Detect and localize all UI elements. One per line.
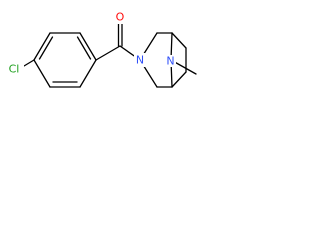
chlorine-atom-label: Cl: [9, 63, 20, 76]
bond-ring-1: [79, 32, 97, 61]
bridge-nitrogen-atom-label: N: [166, 55, 174, 68]
chemical-structure-diagram: O Cl N N: [3, 10, 197, 88]
bond-ethano-bridgehead-lower: [171, 71, 187, 88]
bond-ring-4: [33, 59, 51, 88]
oxygen-atom-label: O: [116, 11, 125, 24]
bridge-nitrogen-label-background: [165, 55, 176, 67]
atom-labels: O Cl N N: [3, 10, 176, 76]
bond-ring-chlorine: [23, 59, 35, 67]
bond-ring-6: [79, 59, 97, 88]
bond-bridgehead-upper-ethano: [171, 32, 187, 49]
oxygen-label-background: [114, 10, 126, 24]
bond-ring-1-inner: [76, 36, 92, 60]
bond-ring-carbonyl: [95, 45, 121, 61]
chlorine-label-background: [3, 62, 24, 76]
amide-nitrogen-atom-label: N: [136, 54, 144, 67]
amide-nitrogen-label-background: [134, 53, 146, 67]
bond-ring-3-inner: [38, 36, 54, 60]
bond-ring-3: [33, 32, 51, 61]
